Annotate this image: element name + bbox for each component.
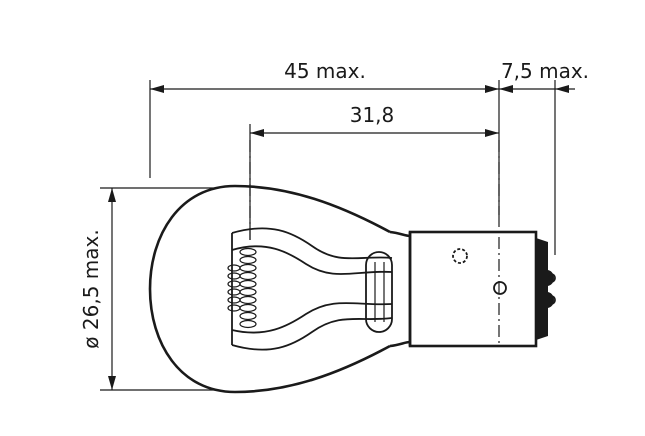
dimension-overall-length: 45 max. (149, 59, 500, 215)
arrowhead-bottom (108, 376, 116, 390)
coil-filament (227, 247, 257, 329)
bayonet-pin (493, 281, 507, 295)
base-contacts (536, 238, 554, 340)
dimension-pin-offset: 7,5 max. (499, 59, 589, 255)
lead-wire-1 (231, 227, 393, 260)
arrowhead-outer (555, 85, 569, 93)
base-collar-bottom (389, 340, 411, 348)
dimension-diameter: ø 26,5 max. (79, 187, 216, 391)
label-diameter: ø 26,5 max. (79, 229, 103, 348)
glass-outline (148, 184, 391, 394)
label-31-8: 31,8 (350, 103, 395, 127)
dimension-filament-to-base: 31,8 (249, 103, 499, 240)
bulb-envelope (148, 140, 500, 394)
label-45-max: 45 max. (284, 59, 366, 83)
glass-stem (365, 251, 393, 333)
bulb-base (389, 215, 556, 348)
contact-bottom (546, 295, 556, 305)
bayonet-pin-hidden (452, 248, 468, 264)
arrowhead-base (485, 129, 499, 137)
arrowhead-inner (499, 85, 513, 93)
lead-wire-2 (231, 245, 393, 275)
lead-wire-3 (231, 302, 393, 334)
label-7-5-max: 7,5 max. (501, 59, 589, 83)
contact-top (546, 273, 556, 283)
base-cylinder (408, 230, 538, 348)
filament-assembly (227, 227, 393, 351)
arrowhead-left (150, 85, 164, 93)
arrowhead-top (108, 188, 116, 202)
arrowhead-right (485, 85, 499, 93)
base-collar-top (389, 230, 411, 238)
arrowhead-filament (250, 129, 264, 137)
